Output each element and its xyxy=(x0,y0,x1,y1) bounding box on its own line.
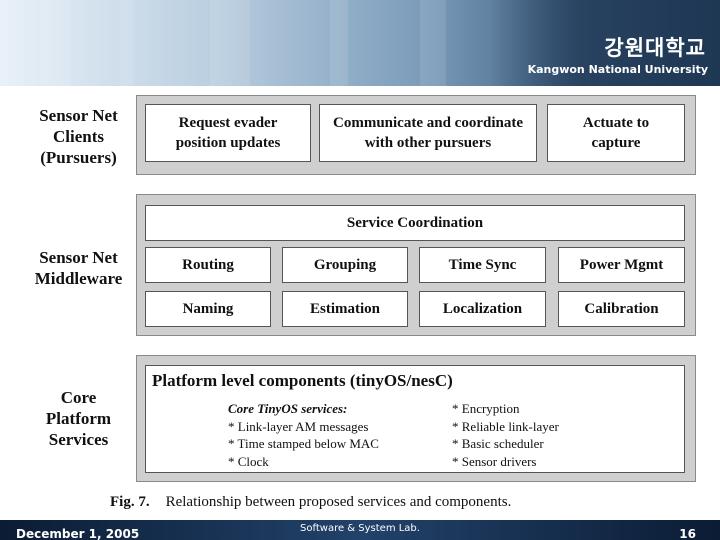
service-item: * Time stamped below MAC xyxy=(228,436,379,451)
box-line: Request evader xyxy=(178,115,278,131)
grouping-box: Grouping xyxy=(282,247,408,283)
request-evader-box: Request evader position updates xyxy=(145,104,311,162)
label-line: Services xyxy=(48,430,109,449)
service-item: * Encryption xyxy=(452,401,520,416)
university-name-korean: 강원대학교 xyxy=(604,36,706,60)
localization-box: Localization xyxy=(419,291,546,327)
estimation-box: Estimation xyxy=(282,291,408,327)
header-stripe xyxy=(210,0,250,86)
service-item: * Link-layer AM messages xyxy=(228,418,369,434)
header-stripe xyxy=(120,0,134,86)
footer-lab-name: Software & System Lab. xyxy=(300,523,420,534)
service-coordination-box: Service Coordination xyxy=(145,205,685,241)
core-services-right-list: * Encryption * Reliable link-layer * Bas… xyxy=(452,400,559,470)
power-mgmt-box: Power Mgmt xyxy=(558,247,685,283)
footer-bar xyxy=(0,520,720,540)
footer-date: December 1, 2005 xyxy=(16,527,140,540)
layer-label-middleware: Sensor Net Middleware xyxy=(16,247,141,289)
core-services-left-list: Core TinyOS services: * Link-layer AM me… xyxy=(228,400,379,470)
middleware-layer-panel: Service Coordination Routing Grouping Ti… xyxy=(136,194,696,336)
time-sync-box: Time Sync xyxy=(419,247,546,283)
box-line: position updates xyxy=(175,135,281,151)
clients-layer-panel: Request evader position updates Communic… xyxy=(136,95,696,175)
box-line: Communicate and coordinate xyxy=(333,115,523,131)
label-line: (Pursuers) xyxy=(40,148,117,167)
header-banner: 강원대학교 Kangwon National University xyxy=(0,0,720,86)
platform-components-box xyxy=(145,365,685,473)
service-item: * Basic scheduler xyxy=(452,436,544,451)
platform-components-title: Platform level components (tinyOS/nesC) xyxy=(152,371,453,390)
figure-caption-text: Relationship between proposed services a… xyxy=(165,494,512,510)
naming-box: Naming xyxy=(145,291,271,327)
service-item: * Clock xyxy=(228,453,269,469)
header-stripe xyxy=(420,0,446,86)
figure-caption: Fig. 7. Relationship between proposed ser… xyxy=(110,494,511,511)
layer-label-clients: Sensor Net Clients (Pursuers) xyxy=(16,105,141,168)
header-stripe xyxy=(330,0,348,86)
calibration-box: Calibration xyxy=(558,291,685,327)
header-stripe xyxy=(40,0,70,86)
label-line: Sensor Net xyxy=(39,106,118,125)
platform-layer-panel xyxy=(136,355,696,482)
label-line: Platform xyxy=(45,409,112,428)
service-item: * Sensor drivers xyxy=(452,453,537,469)
service-item: * Reliable link-layer xyxy=(452,418,559,434)
figure-label: Fig. 7. xyxy=(110,494,150,510)
core-services-heading: Core TinyOS services: xyxy=(228,401,348,416)
box-line: capture xyxy=(591,135,641,151)
header-logo-backdrop xyxy=(490,0,720,86)
layer-label-platform: Core Platform Services xyxy=(16,387,141,450)
label-line: Clients xyxy=(53,127,104,146)
label-line: Core xyxy=(60,388,97,407)
box-line: with other pursuers xyxy=(364,135,492,151)
actuate-capture-box: Actuate to capture xyxy=(547,104,685,162)
label-line: Sensor Net xyxy=(39,248,118,267)
label-line: Middleware xyxy=(34,269,123,288)
communicate-coordinate-box: Communicate and coordinate with other pu… xyxy=(319,104,537,162)
routing-box: Routing xyxy=(145,247,271,283)
box-line: Actuate to xyxy=(582,115,650,131)
footer-page-number: 16 xyxy=(679,527,696,540)
university-name-english: Kangwon National University xyxy=(527,63,708,76)
